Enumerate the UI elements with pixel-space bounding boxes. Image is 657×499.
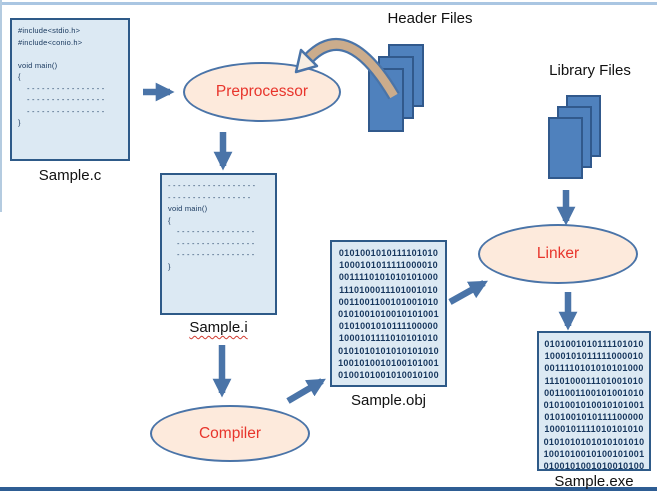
preprocessed-file-label-text: Sample.i bbox=[189, 319, 248, 336]
binary-line: 0101001010010101001 bbox=[543, 399, 645, 410]
code-line: - - - - - - - - - - - - - - - - bbox=[177, 250, 255, 259]
code-line: void main() bbox=[168, 204, 208, 213]
binary-line: 1001010010100101001 bbox=[543, 448, 645, 459]
object-file-label: Sample.obj bbox=[350, 392, 427, 409]
binary-line: 1110100011101001010 bbox=[339, 284, 438, 295]
binary-line: 1001010010100101001 bbox=[338, 357, 439, 368]
code-line: #include<stdio.h> bbox=[18, 26, 81, 35]
code-line: { bbox=[18, 72, 21, 81]
code-line: - - - - - - - - - - - - - - - - - - bbox=[168, 181, 256, 190]
code-line: - - - - - - - - - - - - - - - - bbox=[27, 95, 105, 104]
executable-file-label: Sample.exe bbox=[554, 473, 634, 490]
code-line: } bbox=[168, 261, 171, 271]
object-file-box: 0101001010111101010 1000101011111000010 … bbox=[330, 240, 447, 387]
library-files-label: Library Files bbox=[549, 62, 631, 79]
preprocessed-file-label: Sample.i bbox=[160, 319, 277, 336]
binary-line: 0101010101010101010 bbox=[338, 345, 439, 356]
binary-line: 0101001010111100000 bbox=[544, 412, 644, 423]
binary-line: 1000101111010101010 bbox=[544, 424, 644, 435]
binary-line: 0011110101010101000 bbox=[544, 363, 644, 374]
binary-line: 0101001010010101001 bbox=[338, 308, 439, 319]
library-file-doc-icon bbox=[548, 117, 583, 179]
compiler-to-sampleobj-arrow bbox=[286, 378, 326, 404]
binary-line: 1000101011111000010 bbox=[339, 260, 438, 271]
code-line: void main() bbox=[18, 60, 58, 70]
preprocessed-file-box: - - - - - - - - - - - - - - - - - - - - … bbox=[160, 173, 277, 315]
bottom-border-line bbox=[0, 487, 657, 491]
header-files-label: Header Files bbox=[387, 10, 473, 27]
code-line: - - - - - - - - - - - - - - - - bbox=[177, 238, 255, 248]
binary-line: 0101001010111100000 bbox=[338, 321, 439, 332]
binary-line: 0101001010111101010 bbox=[544, 339, 644, 349]
code-line: #include<conio.h> bbox=[18, 37, 83, 47]
binary-line: 0101001010111101010 bbox=[338, 248, 439, 258]
binary-line: 1000101011111000010 bbox=[544, 351, 644, 362]
binary-line: 1000101111010101010 bbox=[338, 333, 439, 344]
binary-line: 0011110101010101000 bbox=[338, 272, 439, 283]
binary-line: 0100101001010010100 bbox=[338, 369, 439, 380]
linker-node: Linker bbox=[478, 224, 638, 284]
code-line: - - - - - - - - - - - - - - - - - bbox=[168, 192, 251, 202]
sampleobj-to-linker-arrow bbox=[448, 280, 488, 305]
code-line: - - - - - - - - - - - - - - - - bbox=[177, 227, 255, 236]
binary-line: 0101010101010101010 bbox=[543, 436, 645, 447]
binary-line: 0011001100101001010 bbox=[544, 387, 644, 398]
preprocessor-node: Preprocessor bbox=[183, 62, 341, 122]
code-line bbox=[18, 48, 124, 60]
header-file-doc-icon bbox=[368, 68, 404, 132]
code-line: - - - - - - - - - - - - - - - - bbox=[27, 83, 105, 93]
source-file-label: Sample.c bbox=[38, 167, 102, 184]
binary-line: 1110100011101001010 bbox=[544, 375, 644, 386]
binary-line: 0100101001010010100 bbox=[543, 460, 645, 471]
compiler-node: Compiler bbox=[150, 405, 310, 462]
top-border-line bbox=[0, 2, 657, 5]
executable-file-box: 0101001010111101010 1000101011111000010 … bbox=[537, 331, 651, 471]
code-line: { bbox=[168, 215, 171, 225]
code-line: - - - - - - - - - - - - - - - - bbox=[27, 106, 105, 116]
compiler-label: Compiler bbox=[198, 424, 261, 442]
source-file-box: #include<stdio.h> #include<conio.h> void… bbox=[10, 18, 130, 161]
binary-line: 0011001100101001010 bbox=[338, 296, 439, 307]
left-border-line bbox=[0, 0, 2, 212]
code-line: } bbox=[18, 118, 21, 127]
preprocessor-label: Preprocessor bbox=[215, 83, 309, 100]
linker-label: Linker bbox=[536, 245, 580, 262]
